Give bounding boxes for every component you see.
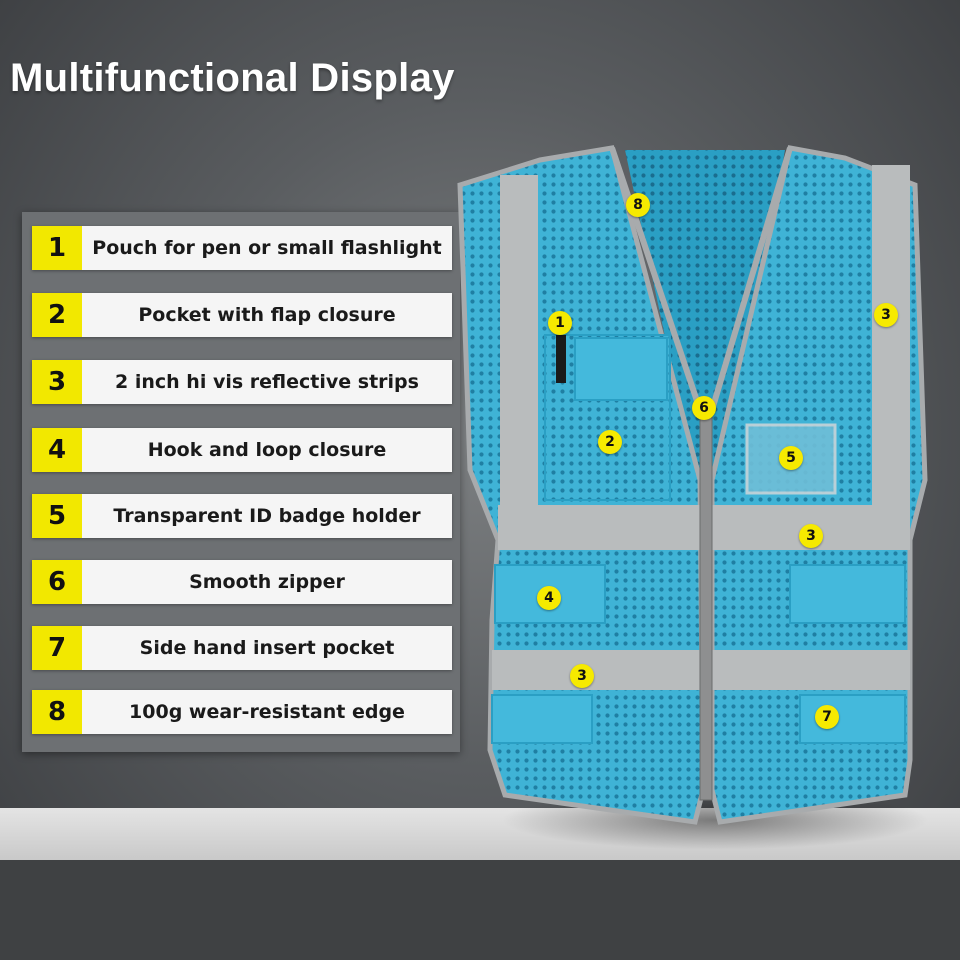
- lower-pocket-right: [789, 564, 906, 624]
- reflective-strip-left-vertical: [500, 175, 538, 505]
- feature-item-6: 6 Smooth zipper: [32, 560, 452, 604]
- page-title: Multifunctional Display: [10, 56, 455, 100]
- feature-item-2: 2 Pocket with flap closure: [32, 293, 452, 337]
- feature-number: 5: [32, 494, 82, 538]
- feature-text: Pouch for pen or small flashlight: [92, 237, 442, 259]
- feature-text: Transparent ID badge holder: [113, 505, 421, 527]
- feature-number: 6: [32, 560, 82, 604]
- reflective-strip-right-vertical: [872, 165, 910, 505]
- callout-badge: 4: [537, 586, 561, 610]
- callout-badge: 7: [815, 705, 839, 729]
- display-floor-front: [0, 860, 960, 960]
- feature-number: 1: [32, 226, 82, 270]
- callout-badge: 2: [598, 430, 622, 454]
- feature-text: Pocket with flap closure: [138, 304, 396, 326]
- reflective-strip-lower-left: [492, 650, 703, 690]
- display-floor: [0, 808, 960, 860]
- callout-badge: 8: [626, 193, 650, 217]
- feature-text: 100g wear-resistant edge: [129, 701, 405, 723]
- feature-text: Smooth zipper: [189, 571, 345, 593]
- callout-badge: 3: [570, 664, 594, 688]
- feature-item-4: 4 Hook and loop closure: [32, 428, 452, 472]
- callout-badge: 6: [692, 396, 716, 420]
- feature-text: Hook and loop closure: [147, 439, 387, 461]
- feature-text: Side hand insert pocket: [139, 637, 395, 659]
- callout-badge: 3: [799, 524, 823, 548]
- feature-item-1: 1 Pouch for pen or small flashlight: [32, 226, 452, 270]
- feature-number: 4: [32, 428, 82, 472]
- reflective-strip-middle-left: [498, 505, 703, 550]
- zipper: [699, 404, 713, 801]
- callout-badge: 3: [874, 303, 898, 327]
- feature-item-8: 8 100g wear-resistant edge: [32, 690, 452, 734]
- feature-item-5: 5 Transparent ID badge holder: [32, 494, 452, 538]
- feature-text: 2 inch hi vis reflective strips: [115, 371, 419, 393]
- feature-number: 2: [32, 293, 82, 337]
- chest-pocket-flap: [574, 337, 668, 401]
- callout-badge: 5: [779, 446, 803, 470]
- reflective-strip-lower-right: [712, 650, 910, 690]
- pen-slot: [556, 335, 566, 383]
- feature-number: 3: [32, 360, 82, 404]
- feature-number: 7: [32, 626, 82, 670]
- feature-item-3: 3 2 inch hi vis reflective strips: [32, 360, 452, 404]
- feature-item-7: 7 Side hand insert pocket: [32, 626, 452, 670]
- feature-number: 8: [32, 690, 82, 734]
- callout-badge: 1: [548, 311, 572, 335]
- vest-back-panel: [625, 150, 785, 500]
- side-pocket-left: [491, 694, 593, 744]
